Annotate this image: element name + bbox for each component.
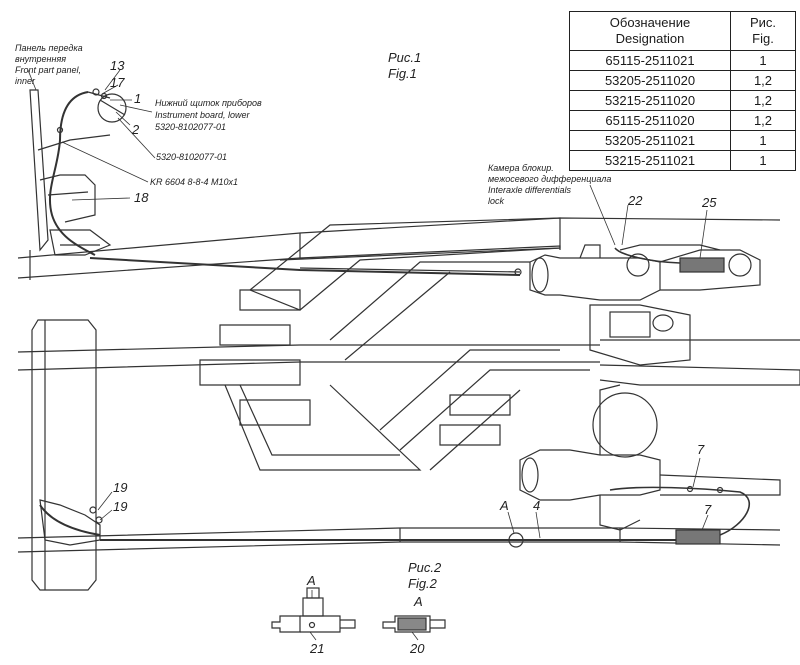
callout-25: 25 <box>702 195 717 210</box>
front-panel-label-3: Front part panel, <box>15 65 82 75</box>
callout-a: A <box>500 498 509 513</box>
callout-22: 22 <box>628 193 643 208</box>
fitting-21 <box>271 587 356 633</box>
fig1-title-en: Fig.1 <box>388 66 417 81</box>
callout-19-lower: 19 <box>113 499 128 514</box>
designation-cell: 65115-2511021 <box>569 50 731 71</box>
callout-20: 20 <box>410 641 425 656</box>
callout-13: 13 <box>110 58 125 73</box>
part-number-label-2: 5320-8102077-01 <box>156 152 228 162</box>
chamber-label-4: lock <box>488 196 505 206</box>
callout-7-upper: 7 <box>697 442 705 457</box>
part-number-label: 5320-8102077-01 <box>155 122 227 132</box>
fig-cell: 1,2 <box>730 90 796 111</box>
coil-hose-7 <box>675 529 721 545</box>
callout-21: 21 <box>310 641 325 656</box>
designation-cell: 53215-2511020 <box>569 90 731 111</box>
instrument-board-label-en: Instrument board, lower <box>155 110 250 120</box>
fig-cell: 1 <box>730 50 796 71</box>
front-panel-label-4: inner <box>15 76 36 86</box>
frame-rail-lower <box>17 527 781 539</box>
instrument-board-label-ru: Нижний щиток приборов <box>155 98 262 108</box>
fig-cell: 1,2 <box>730 110 796 131</box>
fig-cell: 1 <box>730 130 796 151</box>
chamber-label-1: Камера блокир. <box>488 163 554 173</box>
fitting-20 <box>382 615 446 633</box>
kr-fitting-label: KR 6604 8-8-4 M10x1 <box>150 177 239 187</box>
callout-17: 17 <box>110 75 125 90</box>
callout-7-lower: 7 <box>704 502 712 517</box>
fig2-title-ru: Рис.2 <box>408 560 442 575</box>
cross-member-large <box>248 217 561 311</box>
callout-1: 1 <box>134 91 142 106</box>
hose-front-lower <box>39 504 101 536</box>
diff-lock-chamber <box>626 253 650 277</box>
fig-header: Рис.Fig. <box>730 11 796 51</box>
differential-housing <box>592 392 658 458</box>
left-wheel <box>31 319 97 591</box>
hose-front-upper <box>48 91 96 256</box>
fig-cell: 1,2 <box>730 70 796 91</box>
designation-cell: 53215-2511021 <box>569 150 731 171</box>
chamber-label-3: Interaxle differentials <box>488 185 572 195</box>
callout-18: 18 <box>134 190 149 205</box>
air-line-upper <box>89 257 521 276</box>
axle-housing-lower <box>519 449 661 501</box>
designation-cell: 53205-2511021 <box>569 130 731 151</box>
instrument-board-part <box>97 93 127 123</box>
axle-housing-upper <box>529 254 661 301</box>
callout-4: 4 <box>533 498 541 513</box>
chamber-label-2: межосевого дифференциала <box>488 174 612 184</box>
callout-19-upper: 19 <box>113 480 128 495</box>
detail-a-marker <box>508 532 524 548</box>
front-panel-label-2: внутренняя <box>15 54 67 64</box>
detail-a-label-20: A <box>414 594 423 609</box>
callout-2: 2 <box>132 122 140 137</box>
fig1-title-ru: Рис.1 <box>388 50 422 65</box>
coil-hose-25 <box>679 257 725 273</box>
front-panel <box>29 89 49 252</box>
designation-cell: 65115-2511020 <box>569 110 731 131</box>
designation-cell: 53205-2511020 <box>569 70 731 91</box>
front-panel-label-1: Панель передка <box>15 43 83 53</box>
fig2-title-en: Fig.2 <box>408 576 437 591</box>
frame-rail-upper <box>17 217 781 259</box>
fig-cell: 1 <box>730 150 796 171</box>
detail-a-label-21: A <box>307 573 316 588</box>
